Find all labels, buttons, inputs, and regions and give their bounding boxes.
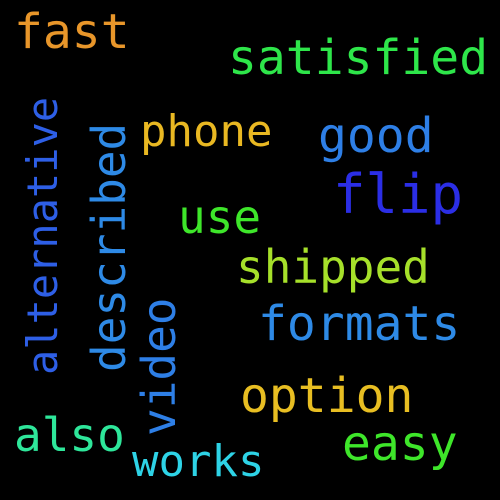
word-formats: formats (258, 296, 461, 352)
word-also: also (14, 408, 125, 462)
word-easy: easy (342, 416, 458, 472)
word-shipped: shipped (236, 240, 430, 294)
word-option: option (240, 368, 414, 424)
word-video: video (132, 297, 186, 436)
word-described: described (82, 122, 136, 372)
word-satisfied: satisfied (228, 30, 489, 86)
word-flip: flip (333, 163, 464, 226)
word-phone: phone (140, 106, 273, 157)
word-alternative: alternative (18, 96, 67, 375)
word-fast: fast (14, 4, 130, 60)
word-use: use (178, 190, 262, 244)
word-good: good (318, 108, 434, 164)
word-works: works (132, 436, 265, 487)
